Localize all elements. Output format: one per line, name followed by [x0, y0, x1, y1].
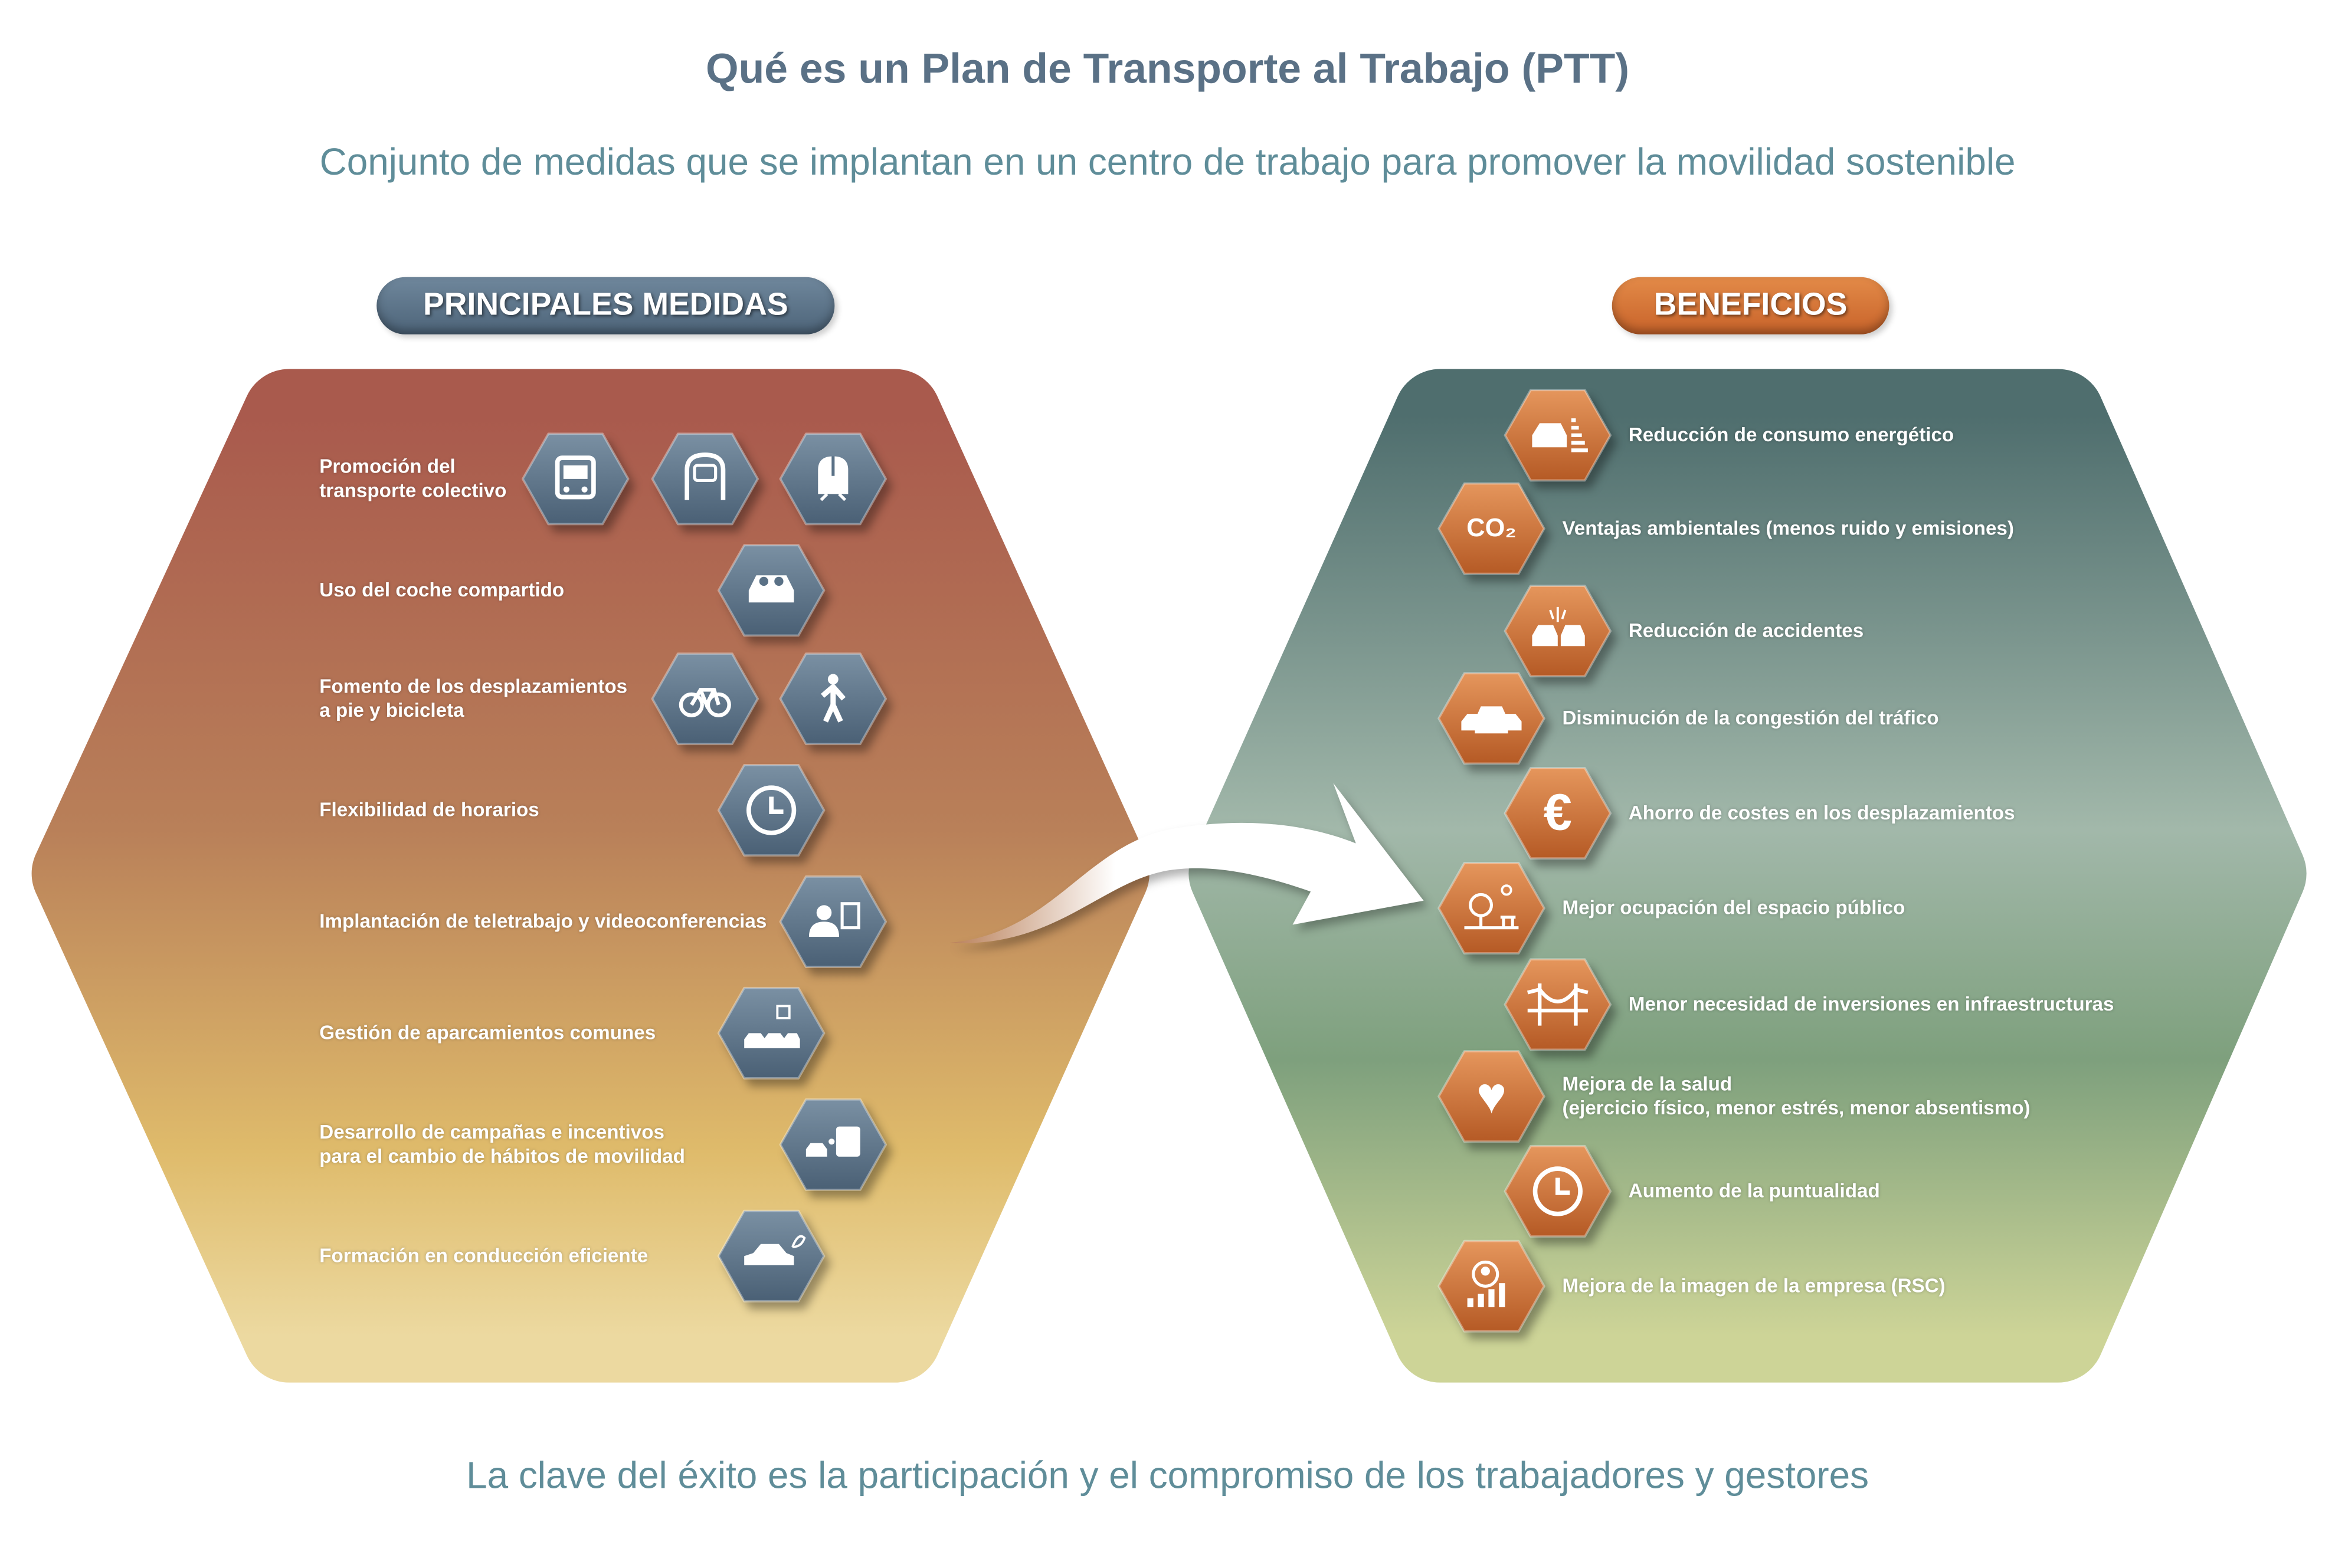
medida-label: Gestión de aparcamientos comunes [319, 1021, 656, 1044]
medida-label: Flexibilidad de horarios [319, 798, 539, 821]
carpool-icon [714, 541, 828, 640]
campaign-icon [776, 1095, 890, 1194]
bridge-icon [1501, 955, 1615, 1054]
park-icon [1434, 858, 1548, 957]
company-image-icon [1434, 1236, 1548, 1336]
medida-label: Formación en conducción eficiente [319, 1244, 649, 1267]
transition-arrow [949, 783, 1424, 943]
energy-car-icon [1501, 386, 1615, 485]
bus-icon [518, 429, 633, 529]
pedestrian-icon [776, 649, 890, 748]
beneficio-label: Aumento de la puntualidad [1628, 1179, 1880, 1202]
co2-glyph: CO₂ [1466, 513, 1517, 543]
clock-icon [714, 760, 828, 860]
beneficio-label: Reducción de accidentes [1628, 619, 1864, 642]
beneficios-heading: BENEFICIOS [1612, 277, 1889, 334]
crash-icon [1501, 581, 1615, 680]
medida-label: Promoción del transporte colectivo [319, 455, 507, 502]
beneficio-label: Disminución de la congestión del tráfico [1562, 706, 1939, 729]
beneficio-label: Ahorro de costes en los desplazamientos [1628, 801, 2015, 824]
train-icon [776, 429, 890, 529]
footer-message: La clave del éxito es la participación y… [466, 1455, 1869, 1497]
medida-label: Implantación de teletrabajo y videoconfe… [319, 910, 767, 933]
beneficio-label: Mejora de la salud (ejercicio físico, me… [1562, 1072, 2031, 1119]
euro-glyph: € [1543, 783, 1572, 841]
page-subtitle: Conjunto de medidas que se implantan en … [319, 141, 2016, 184]
beneficio-label: Mejor ocupación del espacio público [1562, 896, 1905, 919]
beneficio-label: Menor necesidad de inversiones en infrae… [1628, 992, 2114, 1015]
medida-label: Desarrollo de campañas e incentivos para… [319, 1120, 685, 1167]
beneficio-label: Ventajas ambientales (menos ruido y emis… [1562, 516, 2014, 539]
beneficio-label: Mejora de la imagen de la empresa (RSC) [1562, 1274, 1946, 1297]
traffic-icon [1434, 669, 1548, 768]
heart-glyph: ♥ [1476, 1067, 1507, 1124]
beneficio-label: Reducción de consumo energético [1628, 423, 1954, 446]
medidas-heading: PRINCIPALES MEDIDAS [376, 277, 835, 334]
medidas-hexagon [31, 369, 1150, 1383]
teleworking-icon [776, 872, 890, 971]
eco-car-icon [714, 1206, 828, 1305]
medida-label: Fomento de los desplazamientos a pie y b… [319, 674, 628, 721]
clock-icon [1501, 1141, 1615, 1241]
tram-icon [648, 429, 762, 529]
page-title: Qué es un Plan de Transporte al Trabajo … [706, 45, 1630, 92]
parking-icon [714, 983, 828, 1082]
medida-label: Uso del coche compartido [319, 578, 565, 601]
heart-icon: ♥ [1434, 1047, 1548, 1146]
euro-icon: € [1501, 763, 1615, 862]
bicycle-icon [648, 649, 762, 748]
co2-icon: CO₂ [1434, 479, 1548, 578]
